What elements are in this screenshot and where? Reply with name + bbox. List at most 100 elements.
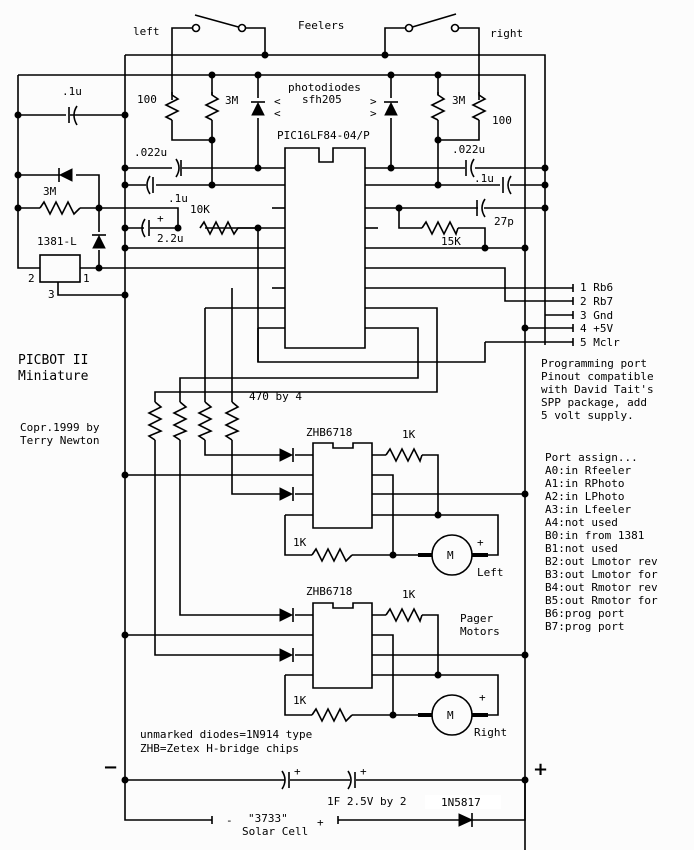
resistor-1k-d [311,707,353,723]
diodes [58,101,474,827]
r-100-left-label: 100 [137,93,157,106]
photodiodes-part: sfh205 [302,93,342,106]
resistor-3m-left [204,92,220,121]
prog-note-3: SPP package, add [541,396,647,409]
resistor-470-4 [224,401,240,441]
supercap-label: 1F 2.5V by 2 [327,795,406,808]
prog-port-ticks [211,284,574,824]
detector-pin-1: 1 [83,272,90,285]
switch-right-contact-a [404,23,414,33]
resistor-470-2 [172,401,188,441]
port-assign-5: B0:in from 1381 [545,529,644,542]
motor-left-plus: + [477,536,484,549]
prog-pin-3: 3 Gnd [580,309,613,322]
r-1k-c-label: 1K [402,588,416,601]
solar-plus: + [317,816,324,829]
diode-hb1-a [279,448,294,462]
note-diodes: unmarked diodes=1N914 type [140,728,312,741]
r-100-right-label: 100 [492,114,512,127]
wires [17,13,573,850]
r-470-label: 470 by 4 [249,390,302,403]
port-assign-8: B3:out Lmotor for [545,568,658,581]
r-1k-a-label: 1K [402,428,416,441]
capacitor-01u-left [68,105,78,126]
diode-hb1-b [279,487,294,501]
motor-left [418,534,488,576]
prog-pin-1: 1 Rb6 [580,281,613,294]
diode-1n5817 [458,813,474,827]
resistor-3m-right [430,92,446,121]
cap-022u-right-label: .022u [452,143,485,156]
h-bridge-chip-left [312,442,373,529]
motors-label: Motors [460,625,500,638]
prog-note-4: 5 volt supply. [541,409,634,422]
port-assign-4: A4:not used [545,516,618,529]
capacitor-01u-right [502,175,512,195]
motor-right-label: Right [474,726,507,739]
switch-right-contact-b [450,23,460,33]
resistors [39,92,487,723]
minus-terminal: − [103,757,118,778]
schottky-label-bg [425,795,501,809]
resistor-10k [199,220,258,236]
motor-right-symbol: M [447,709,454,722]
supercap-2 [347,770,356,790]
motor-left-label: Left [477,566,504,579]
supercap-1-plus: + [294,765,301,778]
port-assign-1: A1:in RPhoto [545,477,624,490]
cap-01u-left2-label: .1u [168,192,188,205]
cap-2-2u-plus: + [157,212,164,225]
resistor-1k-c [385,607,423,624]
pager-label: Pager [460,612,493,625]
cap-022u-left-label: .022u [134,146,167,159]
resistor-100-right [471,92,487,121]
capacitor-022u-left [175,158,182,178]
hbridge-left-label: ZHB6718 [306,426,352,439]
motor-right [418,694,488,736]
arrow-out-2: > [370,107,377,120]
diode-1381-top [58,168,73,182]
port-assign-2: A2:in LPhoto [545,490,624,503]
voltage-detector-1381 [39,254,81,283]
supercap-2-plus: + [360,765,367,778]
prog-pin-4: 4 +5V [580,322,613,335]
cap-27p-label: 27p [494,215,514,228]
copyright-2: Terry Newton [20,434,99,447]
prog-note-1: Pinout compatible [541,370,654,383]
resistor-470-3 [197,401,213,441]
motor-right-plus: + [479,691,486,704]
prog-pin-5: 5 Mclr [580,336,620,349]
motor-left-symbol: M [447,549,454,562]
capacitor-27p [476,198,486,218]
pic-mcu-chip [284,147,366,349]
r-1k-d-label: 1K [293,694,307,707]
resistor-15k [421,220,459,237]
capacitor-01u-left-2 [146,175,154,195]
detector-label: 1381-L [37,235,77,248]
photodiode-right [384,101,398,116]
junction-dots [14,51,549,784]
resistor-1k-a [385,447,423,464]
r-1k-b-label: 1K [293,536,307,549]
schottky-label: 1N5817 [441,796,481,809]
prog-note-2: with David Tait's [541,383,654,396]
feeler-left-label: left [133,25,160,38]
feeler-switch-contacts[interactable] [191,23,460,33]
port-assign-10: B5:out Rmotor for [545,594,658,607]
prog-note-0: Programming port [541,357,647,370]
subtitle: Miniature [18,369,89,384]
port-assign-9: B4:out Rmotor rev [545,581,658,594]
port-assign-7: B2:out Lmotor rev [545,555,658,568]
port-assign-6: B1:not used [545,542,618,555]
r-15k-label: 15K [441,235,461,248]
cap-01u-left-label: .1u [62,85,82,98]
solar-minus: - [226,814,233,827]
supercap-1 [281,770,290,790]
switch-left-contact-a [191,23,201,33]
capacitor-022u-right [465,158,475,178]
port-assign-3: A3:in Lfeeler [545,503,631,516]
note-zhb: ZHB=Zetex H-bridge chips [140,742,299,755]
feelers-label: Feelers [298,19,344,32]
